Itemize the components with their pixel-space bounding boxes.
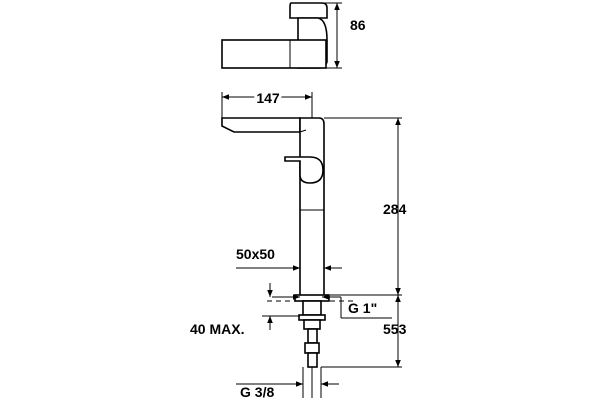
base-collar — [294, 294, 330, 302]
lever-handle — [284, 156, 324, 184]
spout — [221, 117, 301, 133]
dimensions: 147 284 553 50x50 G 1" 40 MAX. G 3/8 — [190, 87, 407, 400]
side-view — [221, 117, 355, 398]
dim-40-label: 40 MAX. — [190, 321, 244, 337]
dim-50x50-label: 50x50 — [236, 246, 275, 262]
hose-upper — [307, 328, 318, 344]
dim-553-label: 553 — [383, 321, 407, 337]
dim-g38-label: G 3/8 — [240, 384, 274, 400]
dim-86-label: 86 — [350, 17, 366, 33]
spout-joint — [299, 129, 307, 133]
dim-147-label: 147 — [256, 90, 280, 106]
dim-g1-label: G 1" — [348, 300, 377, 316]
threaded-shank — [302, 300, 322, 316]
top-view-spout — [221, 39, 327, 69]
top-view: 86 — [221, 2, 366, 69]
top-view-handle — [289, 2, 328, 19]
hose-ferrule — [304, 342, 320, 354]
dim-284-label: 284 — [383, 201, 407, 217]
main-column — [299, 117, 325, 301]
hose-lower — [307, 352, 318, 368]
lower-shank — [303, 319, 321, 330]
